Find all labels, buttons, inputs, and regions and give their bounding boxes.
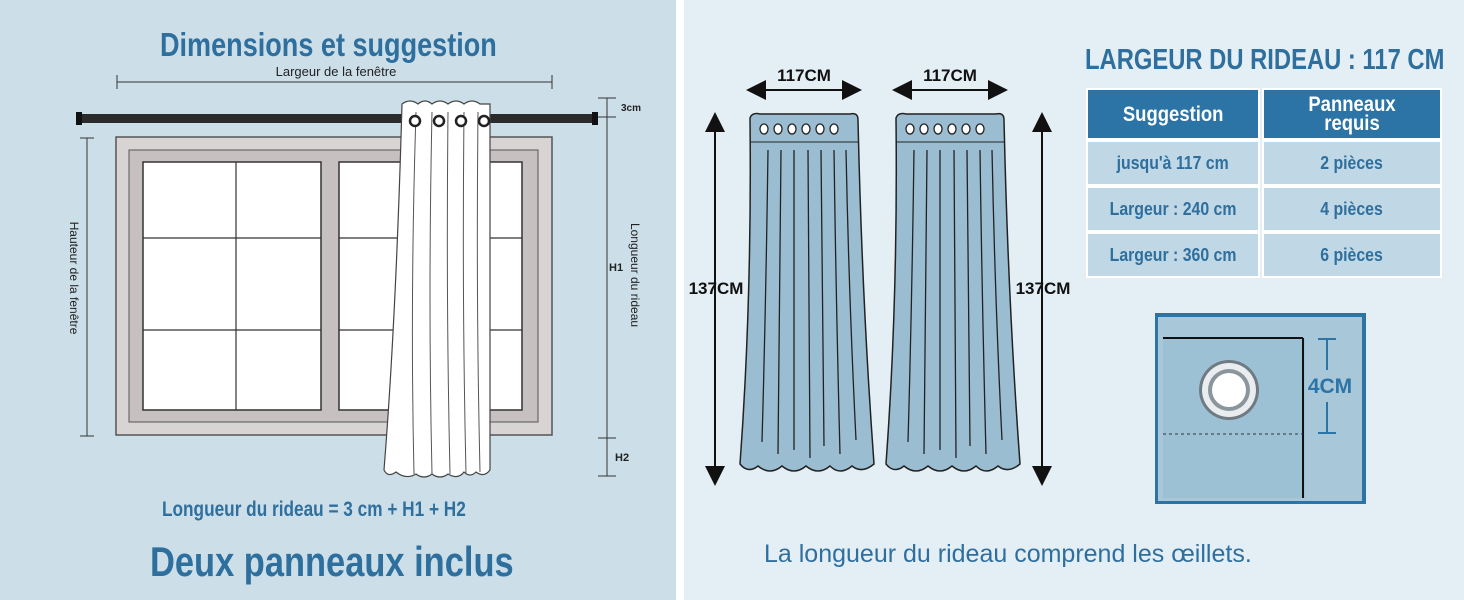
window-width-label: Largeur de la fenêtre <box>276 64 397 79</box>
window-width-dimension: Largeur de la fenêtre <box>116 64 553 89</box>
table-row-3-panels: 6 pièces <box>1262 232 1442 278</box>
curtain-rod <box>76 112 598 125</box>
main-title: Dimensions et suggestion <box>160 26 497 63</box>
panel-1-width-label: 117CM <box>777 66 831 85</box>
table-row-2-suggestion: Largeur : 240 cm <box>1086 186 1260 232</box>
table-row-1-panels: 2 pièces <box>1262 140 1442 186</box>
curtain-length-formula: Longueur du rideau = 3 cm + H1 + H2 <box>162 498 466 521</box>
grommet-ring-icon <box>1199 360 1259 420</box>
panel-2-width-dimension: 117CM <box>892 66 1008 100</box>
grommet-detail: 4CM <box>1155 313 1366 504</box>
curtain-width-title: LARGEUR DU RIDEAU : 117 CM <box>1085 44 1445 76</box>
panel-2-height-dimension: 137CM <box>1016 112 1071 486</box>
window-height-label: Hauteur de la fenêtre <box>67 222 81 335</box>
h2-label: H2 <box>615 452 629 464</box>
panels-suggestion-table: Suggestion Panneaux requis jusqu'à 117 c… <box>1086 88 1442 278</box>
window-height-dimension: Hauteur de la fenêtre <box>67 137 94 437</box>
table-row-3-suggestion: Largeur : 360 cm <box>1086 232 1260 278</box>
panel-2-height-label: 137CM <box>1016 279 1071 298</box>
panel-1-width-dimension: 117CM <box>746 66 862 100</box>
table-row-2-panels: 4 pièces <box>1262 186 1442 232</box>
panel-1-height-label: 137CM <box>689 279 744 298</box>
panel-1-height-dimension: 137CM <box>689 112 744 486</box>
table-header-suggestion: Suggestion <box>1086 88 1260 140</box>
table-row-1-suggestion: jusqu'à 117 cm <box>1086 140 1260 186</box>
panel-2-width-label: 117CM <box>923 66 977 85</box>
grommet-size-dimension: 4CM <box>1308 338 1352 434</box>
curtain-length-label: Longueur du rideau <box>628 223 642 327</box>
grommet-size-label: 4CM <box>1308 375 1352 398</box>
curtain-length-dimension: 3cm H1 H2 Longueur du rideau <box>598 97 642 477</box>
curtain-panel-2 <box>885 112 1021 472</box>
white-curtain <box>383 100 491 478</box>
window-diagram: Largeur de la fenêtre Hauteur de la fenê… <box>67 64 642 478</box>
window-left-sash <box>142 161 322 411</box>
curtain-panel-1 <box>739 112 875 472</box>
top-gap-label: 3cm <box>621 103 641 114</box>
curtain-panels-diagram: 117CM 117CM 137CM 137CM <box>689 66 1071 486</box>
panels-included-note: Deux panneaux inclus <box>150 538 514 585</box>
table-header-panels: Panneaux requis <box>1262 88 1442 140</box>
footer-note: La longueur du rideau comprend les œille… <box>764 540 1252 568</box>
h1-label: H1 <box>609 262 623 274</box>
